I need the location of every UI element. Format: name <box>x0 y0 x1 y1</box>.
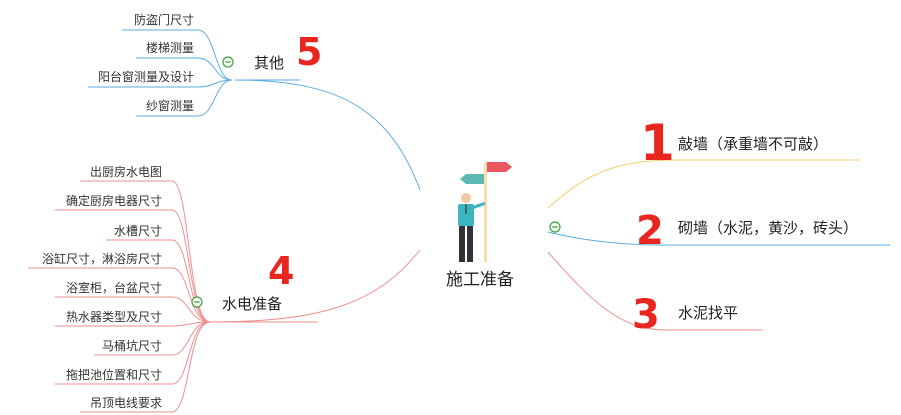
collapse-minus-icon[interactable] <box>191 296 203 308</box>
leaf-connector <box>171 321 211 413</box>
branch-label[interactable]: 水泥找平 <box>678 304 738 322</box>
branch-build-wall: 砌墙（水泥，黄沙，砖头） 2 <box>547 208 890 254</box>
leaf-connector <box>171 296 211 323</box>
leaf-connector <box>197 29 233 81</box>
branch-leveling-connector <box>547 251 666 331</box>
svg-text:5: 5 <box>296 30 322 74</box>
collapse-minus-icon[interactable] <box>222 56 234 68</box>
branch-other-connector <box>234 79 421 191</box>
leaf-label[interactable]: 纱窗测量 <box>146 99 194 113</box>
branch-knock-wall: 敲墙（承重墙不可敲） 1 <box>547 114 860 209</box>
leaf-label[interactable]: 拖把池位置和尺寸 <box>66 367 162 382</box>
leaf-label[interactable]: 水槽尺寸 <box>114 224 162 238</box>
leaf-label[interactable]: 出厨房水电图 <box>90 164 162 179</box>
leaf-connector <box>197 79 233 117</box>
branch-leveling: 水泥找平 3 <box>547 251 763 338</box>
leaf-connector <box>171 239 211 323</box>
leaf-label[interactable]: 马桶坑尺寸 <box>102 338 162 353</box>
annotation-number: 1 <box>640 114 675 172</box>
branch-build-wall-connector <box>547 231 661 246</box>
signpost-person-icon <box>458 162 512 262</box>
leaf-label[interactable]: 热水器类型及尺寸 <box>66 310 162 324</box>
leaf-connector <box>171 321 211 385</box>
central-label[interactable]: 施工准备 <box>446 270 514 290</box>
branch-label[interactable]: 水电准备 <box>222 295 282 313</box>
branch-water-electric: 出厨房水电图 确定厨房电器尺寸 水槽尺寸 浴缸尺寸，淋浴房尺寸 浴室柜，台盆尺寸… <box>28 164 421 413</box>
leaf-connector <box>171 180 211 323</box>
leaf-connector <box>197 57 233 81</box>
branch-label[interactable]: 敲墙（承重墙不可敲） <box>678 135 828 153</box>
central-topic[interactable]: 施工准备 <box>446 162 514 290</box>
leaf-label[interactable]: 确定厨房电器尺寸 <box>66 193 162 208</box>
leaf-label[interactable]: 吊顶电线要求 <box>90 396 162 410</box>
annotation-number: 4 <box>268 249 294 293</box>
leaf-label[interactable]: 浴缸尺寸，淋浴房尺寸 <box>42 251 162 266</box>
leaf-connector <box>171 209 211 323</box>
branch-label[interactable]: 其他 <box>254 54 284 72</box>
branch-label[interactable]: 砌墙（水泥，黄沙，砖头） <box>678 219 858 237</box>
annotation-number: 3 <box>632 292 660 338</box>
annotation-number: 2 <box>636 208 664 254</box>
branch-other: 防盗门尺寸 楼梯测量 阳台窗测量及设计 纱窗测量 其他 5 <box>88 12 421 191</box>
branch-knock-wall-connector <box>547 159 681 209</box>
annotation-number: 5 <box>296 30 322 74</box>
branch-water-electric-connector <box>209 249 421 323</box>
collapse-minus-icon[interactable] <box>549 221 561 233</box>
leaf-label[interactable]: 防盗门尺寸 <box>134 12 194 27</box>
leaf-label[interactable]: 浴室柜，台盆尺寸 <box>66 280 162 295</box>
leaf-label[interactable]: 阳台窗测量及设计 <box>98 69 194 84</box>
leaf-label[interactable]: 楼梯测量 <box>146 40 194 55</box>
leaf-connector <box>171 321 211 356</box>
leaf-connector <box>171 267 211 323</box>
